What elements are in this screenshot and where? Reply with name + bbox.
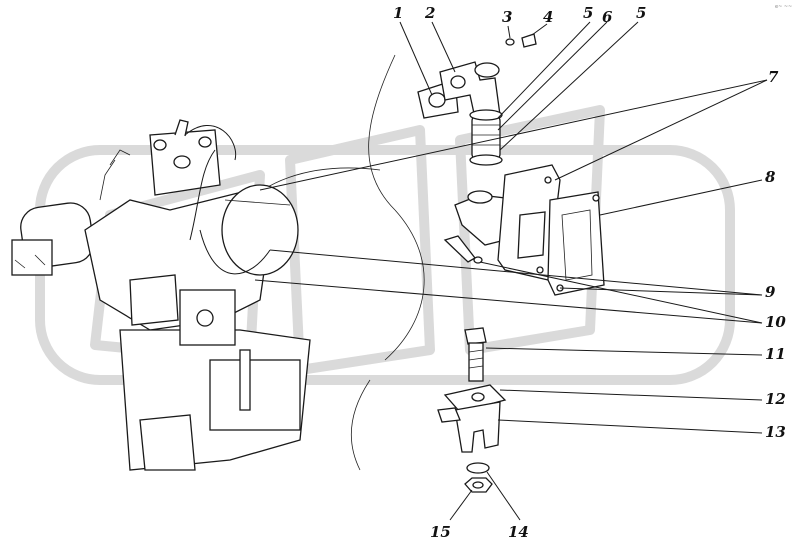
engine-assembly — [11, 119, 311, 471]
corner-mark: e~ ~~ — [775, 4, 792, 10]
callout-1: 1 — [393, 4, 403, 22]
callout-5a: 5 — [583, 4, 593, 22]
callout-8: 8 — [765, 168, 776, 186]
callout-15: 15 — [430, 523, 451, 541]
callout-labels: 1 2 3 4 5 6 5 7 8 9 10 11 12 13 15 14 — [393, 4, 786, 541]
exploded-parts — [417, 33, 605, 493]
callout-6: 6 — [602, 8, 613, 26]
callout-9: 9 — [765, 283, 776, 301]
callout-5b: 5 — [636, 4, 646, 22]
callout-2: 2 — [424, 4, 435, 22]
callout-10: 10 — [765, 313, 786, 331]
callout-7: 7 — [768, 68, 779, 86]
callout-11: 11 — [765, 345, 786, 363]
callout-3: 3 — [502, 8, 512, 26]
callout-4: 4 — [543, 8, 553, 26]
leader-lines — [254, 21, 768, 521]
callout-12: 12 — [765, 390, 786, 408]
callout-14: 14 — [508, 523, 529, 541]
callout-13: 13 — [765, 423, 786, 441]
section-curves — [249, 54, 425, 471]
